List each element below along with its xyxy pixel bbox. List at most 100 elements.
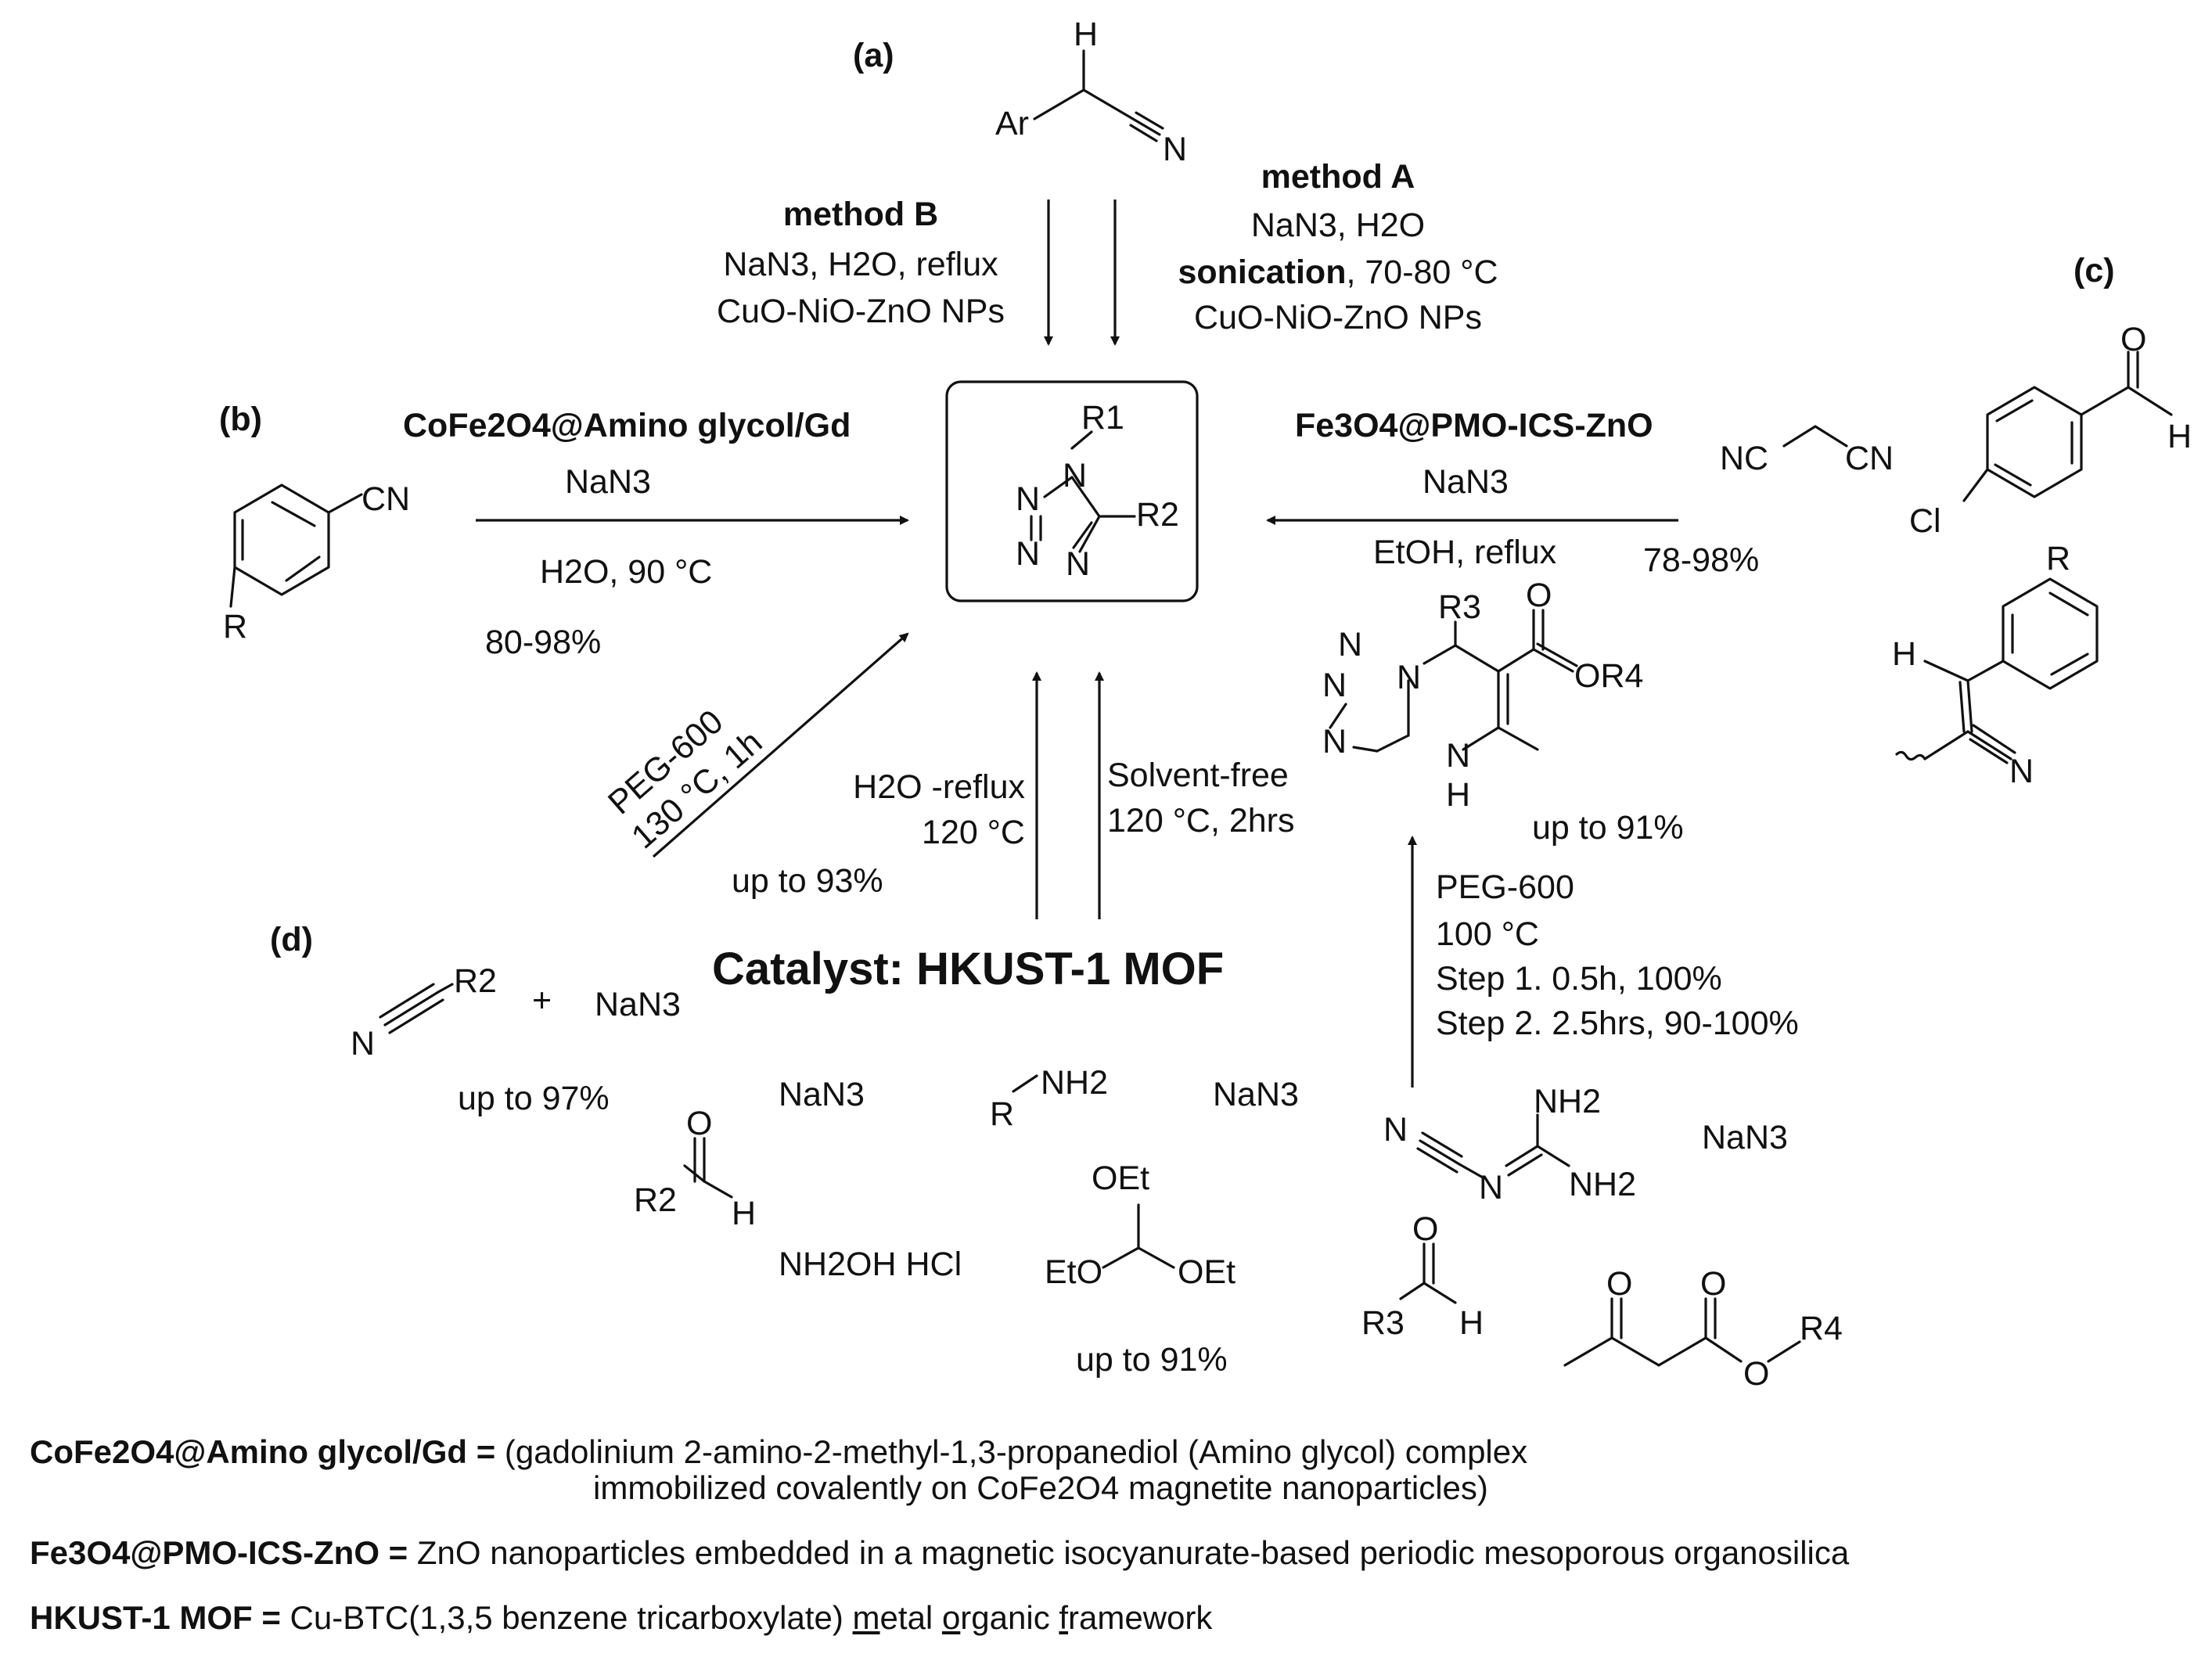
- legend-hkust-rganic: rganic: [960, 1599, 1050, 1636]
- legend-cofe2o4-name: CoFe2O4@Amino glycol/Gd =: [30, 1433, 496, 1470]
- imine-n-label: N: [1479, 1169, 1503, 1206]
- aryl-r-label: R: [2046, 540, 2070, 577]
- ar-group-label: Ar: [995, 105, 1029, 142]
- panel-label-c: (c): [2074, 252, 2115, 289]
- arrow-peg-130: [652, 632, 909, 858]
- arylidene-malononitrile-structure: R H N: [1892, 540, 2099, 790]
- legend-hkust-ramework: ramework: [1068, 1599, 1213, 1636]
- yield-up-to-93: up to 93%: [732, 862, 883, 900]
- oet-right-label: OEt: [1178, 1253, 1235, 1291]
- nitrile-n3-label: N: [351, 1025, 375, 1062]
- aldehyde-h-label: H: [2167, 418, 2192, 455]
- yield-up-to-97: up to 97%: [458, 1080, 610, 1117]
- nh2-top-label: NH2: [1534, 1083, 1601, 1120]
- amine-nh2-label: NH2: [1041, 1064, 1108, 1102]
- product2-nh-n-label: N: [1446, 737, 1470, 775]
- chlorobenzaldehyde-structure: O H Cl: [1909, 321, 2192, 540]
- product2-o-label: O: [1526, 577, 1552, 614]
- benzonitrile-structure: CN R: [223, 480, 410, 645]
- yield-up-to-91-product: up to 91%: [1532, 809, 1684, 847]
- panel-label-a: (a): [853, 37, 894, 74]
- reaction-scheme: (a) (b) (c) (d) H Ar N method B NaN3, H2…: [219, 16, 2192, 1393]
- oet-top-label: OEt: [1092, 1159, 1149, 1197]
- panel-label-b: (b): [219, 401, 262, 438]
- ester-o-label: O: [1700, 1265, 1726, 1303]
- h-atom-label: H: [1074, 16, 1098, 53]
- route-e-peg: PEG-600: [1436, 868, 1574, 906]
- legend-hkust-f: f: [1059, 1599, 1069, 1636]
- legend-cofe2o4-text-b: immobilized covalently on CoFe2O4 magnet…: [593, 1469, 1488, 1506]
- nan3-reagent-1: NaN3: [595, 986, 681, 1023]
- product2-n-bridge-label: N: [1397, 659, 1421, 696]
- route-c-yield: 78-98%: [1643, 541, 1759, 579]
- nh2-bottom-label: NH2: [1569, 1166, 1636, 1203]
- tetrazole-product-structure: R1 N N N N R2: [1016, 399, 1179, 583]
- catalyst-fe3o4-label: Fe3O4@PMO-ICS-ZnO: [1295, 407, 1653, 444]
- method-b-line2: CuO-NiO-ZnO NPs: [717, 293, 1005, 330]
- tetrazolopyrimidine-structure: R3 O OR4 N N N N N H: [1322, 577, 1643, 814]
- nan3-reagent-2: NaN3: [779, 1076, 865, 1113]
- aldehyde-o-label: O: [2120, 321, 2146, 358]
- method-a-line1: NaN3, H2O: [1251, 207, 1425, 244]
- cl-label: Cl: [1909, 502, 1941, 540]
- nan3-reagent-3: NaN3: [1213, 1076, 1299, 1113]
- aldehyde-r3-label: R3: [1361, 1304, 1405, 1342]
- aldehyde-h2-label: H: [732, 1195, 756, 1232]
- hydroxylamine-label: NH2OH HCl: [779, 1246, 962, 1283]
- legend-hkust-text: Cu-BTC(1,3,5 benzene tricarboxylate): [290, 1599, 843, 1636]
- product-n4-label: N: [1066, 545, 1090, 583]
- legend-hkust: HKUST-1 MOF = Cu-BTC(1,3,5 benzene trica…: [30, 1600, 1212, 1636]
- method-b-line1: NaN3, H2O, reflux: [723, 246, 998, 283]
- aldehyde-r2-structure: R2 O H: [634, 1105, 756, 1232]
- arylacetonitrile-structure: H Ar N: [995, 16, 1187, 168]
- catalyst-cofe2o4-label: CoFe2O4@Amino glycol/Gd: [403, 407, 851, 444]
- ester-r4-label: R4: [1800, 1310, 1843, 1347]
- legend-fe3o4: Fe3O4@PMO-ICS-ZnO = ZnO nanoparticles em…: [30, 1535, 1849, 1571]
- solvent-free-label: Solvent-free: [1107, 757, 1289, 794]
- legend-fe3o4-name: Fe3O4@PMO-ICS-ZnO =: [30, 1534, 408, 1571]
- solvent-free-conditions: 120 °C, 2hrs: [1107, 802, 1294, 839]
- cyanoguanidine-structure: N N NH2 NH2: [1383, 1083, 1636, 1206]
- amine-r-label: R: [990, 1095, 1014, 1133]
- legend-cofe2o4-text-a: (gadolinium 2-amino-2-methyl-1,3-propane…: [504, 1433, 1528, 1470]
- product2-n-bottom-label: N: [1322, 723, 1347, 760]
- product-r1-label: R1: [1081, 399, 1124, 437]
- product2-or4-label: OR4: [1574, 657, 1643, 695]
- legend-fe3o4-text: ZnO nanoparticles embedded in a magnetic…: [416, 1534, 1850, 1571]
- h2o-reflux-label: H2O -reflux: [853, 768, 1025, 806]
- route-b-reagent: NaN3: [565, 463, 651, 501]
- aldehyde-o3-label: O: [1412, 1210, 1438, 1248]
- cn-group-label: CN: [361, 480, 410, 518]
- product2-nh-h-label: H: [1446, 776, 1470, 814]
- cn-label: CN: [1845, 440, 1894, 477]
- amine-structure: R NH2: [990, 1064, 1108, 1133]
- aldehyde-r2-label: R2: [634, 1181, 677, 1219]
- legend-hkust-m: m: [852, 1599, 880, 1636]
- triethyl-orthoformate-structure: OEt EtO OEt: [1045, 1159, 1235, 1291]
- route-c-reagent: NaN3: [1423, 463, 1509, 501]
- method-a-line3: CuO-NiO-ZnO NPs: [1194, 299, 1482, 336]
- yield-up-to-91-orthoformate: up to 91%: [1076, 1341, 1228, 1379]
- route-e-step2: Step 2. 2.5hrs, 90-100%: [1436, 1005, 1799, 1042]
- nitrile-n-label: N: [1163, 131, 1187, 168]
- route-e-temp: 100 °C: [1436, 915, 1539, 953]
- route-b-conditions: H2O, 90 °C: [540, 553, 712, 591]
- nitrile-r2-label: R2: [454, 962, 497, 1000]
- method-b-title: method B: [783, 196, 938, 233]
- nan3-reagent-4: NaN3: [1702, 1119, 1788, 1156]
- acetoacetate-structure: O O O R4: [1563, 1265, 1843, 1393]
- keto-o-label: O: [1606, 1265, 1632, 1303]
- product-n3-label: N: [1016, 535, 1040, 573]
- route-e-step1: Step 1. 0.5h, 100%: [1436, 960, 1722, 998]
- method-a-conditions: method A NaN3, H2O sonication, 70-80 °C …: [1178, 158, 1498, 336]
- product2-n-top-label: N: [1338, 626, 1362, 663]
- route-b-yield: 80-98%: [485, 624, 601, 661]
- product-box: [945, 380, 1199, 602]
- aldehyde-o2-label: O: [686, 1105, 712, 1142]
- ester-o2-label: O: [1743, 1355, 1769, 1393]
- method-a-line2: sonication, 70-80 °C: [1178, 253, 1498, 291]
- route-c-conditions: EtOH, reflux: [1373, 534, 1557, 571]
- legend-hkust-etal: etal: [879, 1599, 933, 1636]
- product2-r3-label: R3: [1438, 588, 1481, 626]
- hkust-catalyst-label: Catalyst: HKUST-1 MOF: [712, 944, 1224, 994]
